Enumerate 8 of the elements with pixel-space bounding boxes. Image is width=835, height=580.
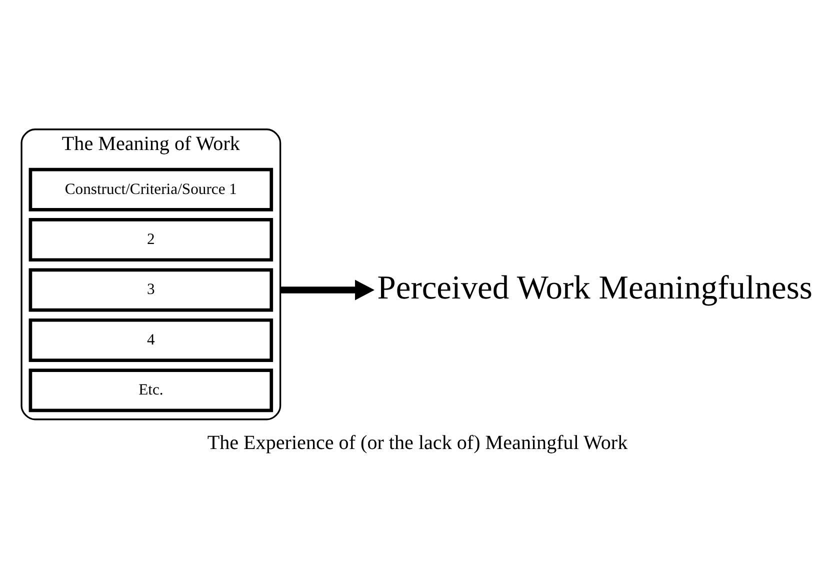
node-text: Perceived Work Meaningfulness (377, 269, 812, 306)
node-box: Construct/Criteria/Source 1 (28, 168, 274, 212)
node-box: 3 (28, 268, 274, 312)
node-box: 2 (28, 218, 274, 262)
arrow (280, 280, 374, 300)
node-box: Etc. (28, 368, 274, 412)
caption: The Experience of (or the lack of) Meaningful Work (207, 432, 628, 454)
node-box: 4 (28, 318, 274, 362)
